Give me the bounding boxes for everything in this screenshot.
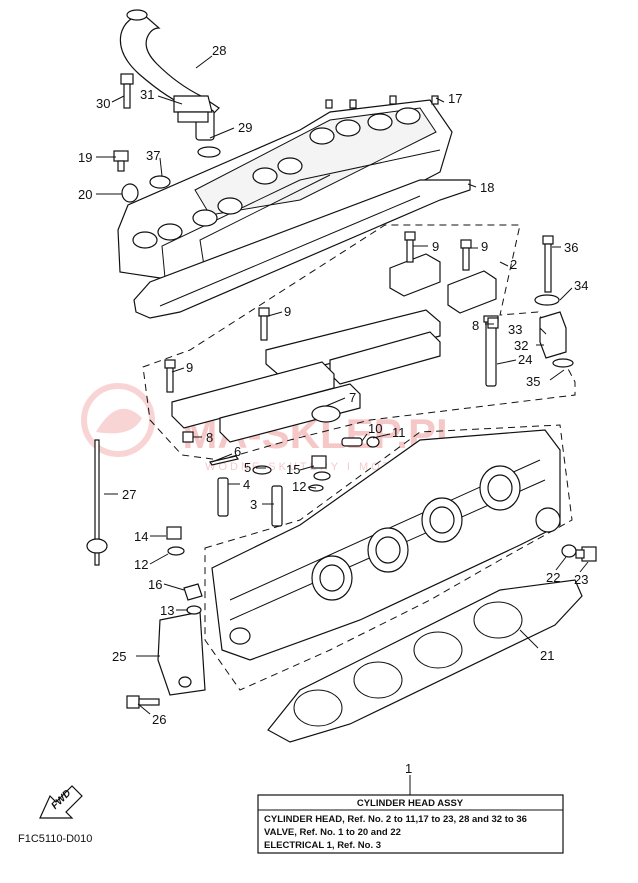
callout-1: 1 (405, 761, 412, 776)
cylinder-head-cover-part (117, 95, 453, 279)
camshaft-group-outline (142, 224, 576, 461)
callout-23: 23 (574, 572, 588, 587)
callout-5: 5 (244, 460, 251, 475)
callout-9-c: 9 (284, 304, 291, 319)
callout-10: 10 (368, 421, 382, 436)
plug-37-part (149, 175, 171, 189)
forward-arrow-icon: FWD (39, 785, 83, 819)
cylinder-head-group-outline (204, 424, 573, 691)
callout-21: 21 (540, 648, 554, 663)
callout-11: 11 (392, 425, 406, 440)
callout-8-b: 8 (206, 430, 213, 445)
leader-lines (96, 55, 589, 795)
callout-17: 17 (448, 91, 462, 106)
tensioner-part (534, 235, 574, 368)
head-gasket-part (267, 579, 583, 743)
bolt-30-part (120, 73, 134, 109)
callout-31: 31 (140, 87, 154, 102)
callout-4: 4 (243, 477, 250, 492)
callout-24: 24 (518, 352, 532, 367)
callout-20: 20 (78, 187, 92, 202)
callout-9-b: 9 (481, 239, 488, 254)
cover-gasket-part (133, 179, 471, 319)
bolt-26-part (126, 695, 160, 709)
valve-parts (209, 405, 380, 527)
callout-2: 2 (510, 257, 517, 272)
callout-18: 18 (480, 180, 494, 195)
callout-14: 14 (134, 529, 148, 544)
grommet-20-part (121, 183, 139, 203)
callout-12-a: 12 (292, 479, 306, 494)
sensor-25-part (157, 611, 206, 696)
o-ring-29-part (197, 146, 221, 158)
callout-12-b: 12 (134, 557, 148, 572)
callout-27: 27 (122, 487, 136, 502)
callout-36: 36 (564, 240, 578, 255)
callout-37: 37 (146, 148, 160, 163)
callout-19: 19 (78, 150, 92, 165)
breather-hose-part (119, 9, 220, 141)
cylinder-head-part (211, 429, 561, 661)
callout-28: 28 (212, 43, 226, 58)
legend-line-3: ELECTRICAL 1, Ref. No. 3 (264, 840, 381, 851)
callout-16: 16 (148, 577, 162, 592)
camshaft-caps-part (171, 253, 497, 443)
callout-34: 34 (574, 278, 588, 293)
callout-7: 7 (349, 390, 356, 405)
callout-6: 6 (234, 444, 241, 459)
callout-9-d: 9 (186, 360, 193, 375)
callout-25: 25 (112, 649, 126, 664)
callout-labels: 28 30 31 17 29 19 37 18 20 9 9 2 36 34 9… (78, 43, 588, 776)
dowel-8a-part (487, 317, 499, 329)
drain-bolt-part (561, 544, 597, 562)
callout-32: 32 (514, 338, 528, 353)
legend-title: CYLINDER HEAD ASSY (357, 798, 464, 809)
nut-14-part (166, 526, 182, 540)
callout-8-a: 8 (472, 318, 479, 333)
bolt-19-part (113, 150, 129, 172)
assembly-legend-box: CYLINDER HEAD ASSY CYLINDER HEAD, Ref. N… (257, 794, 564, 854)
callout-33: 33 (508, 322, 522, 337)
hose-clamp-part (173, 95, 213, 123)
callout-3: 3 (250, 497, 257, 512)
oil-level-gauge-part (86, 439, 108, 566)
dowel-8b-part (182, 431, 194, 443)
callout-13: 13 (160, 603, 174, 618)
callout-30: 30 (96, 96, 110, 111)
diagram-code: F1C5110-D010 (18, 833, 92, 845)
callout-29: 29 (238, 120, 252, 135)
washer-12b-part (167, 546, 185, 556)
callout-35: 35 (526, 374, 540, 389)
callout-22: 22 (546, 570, 560, 585)
watermark-logo-icon (81, 383, 155, 457)
callout-9-a: 9 (432, 239, 439, 254)
legend-line-2: VALVE, Ref. No. 1 to 20 and 22 (264, 827, 401, 838)
legend-line-1: CYLINDER HEAD, Ref. No. 2 to 11,17 to 23… (264, 814, 527, 825)
callout-15: 15 (286, 462, 300, 477)
callout-26: 26 (152, 712, 166, 727)
